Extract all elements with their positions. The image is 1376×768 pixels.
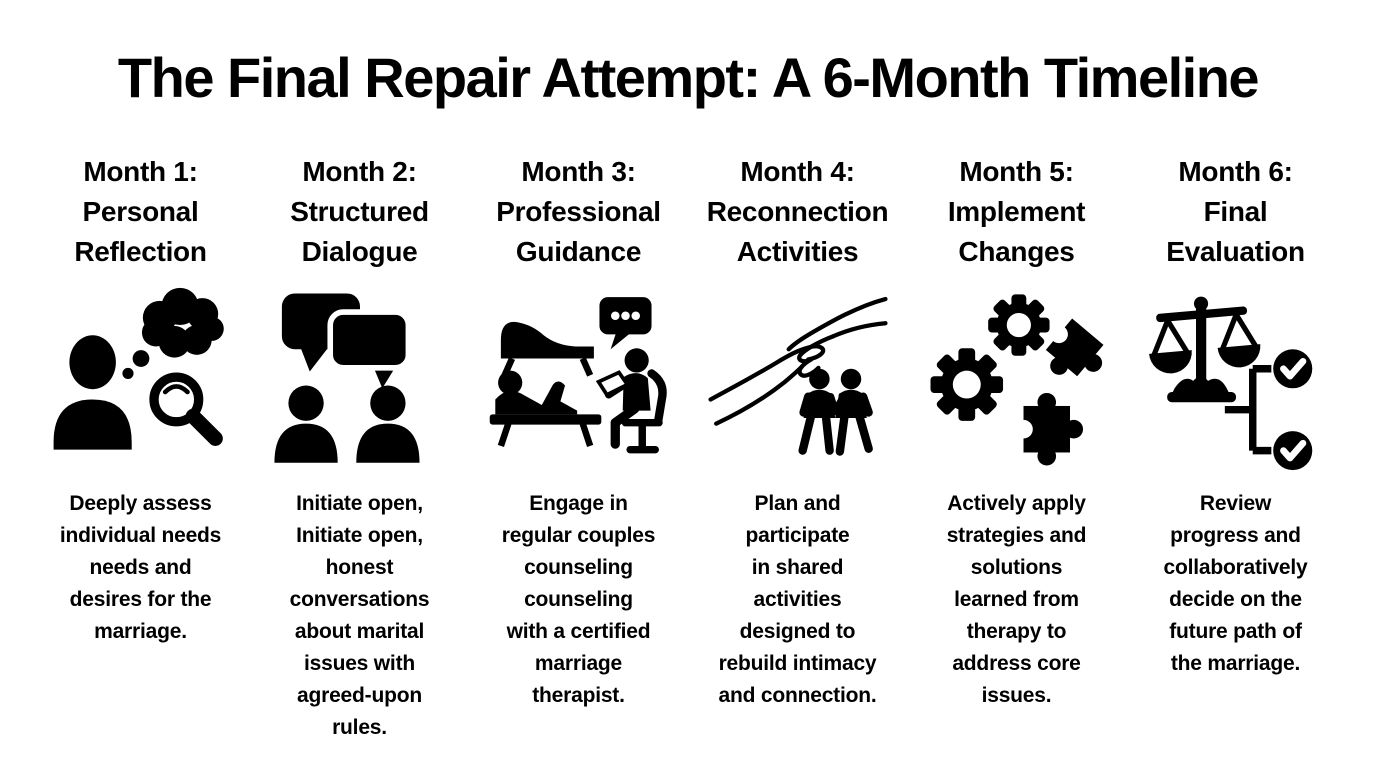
column-description: Review progress and collaboratively deci… [1163, 492, 1308, 675]
column-icon-box [46, 280, 236, 478]
reaching-hands-couple-icon [707, 297, 888, 457]
column-icon-box [265, 280, 455, 478]
timeline-column-month-6: Month 6: Final Evaluation [1129, 152, 1342, 743]
column-icon-box [922, 280, 1112, 478]
column-heading: Month 6: Final Evaluation [1166, 156, 1305, 268]
column-description: Actively apply strategies and solutions … [946, 492, 1087, 707]
column-heading: Month 1: Personal Reflection [74, 156, 207, 268]
column-description: Deeply assess individual needs needs and… [59, 492, 222, 644]
speech-bubbles-people-icon [273, 293, 420, 464]
column-icon-box [703, 280, 893, 478]
timeline-column-month-1: Month 1: Personal Reflection Deeply asse… [34, 152, 247, 743]
column-icon-box [1141, 280, 1331, 478]
column-heading: Month 4: Reconnection Activities [706, 156, 889, 268]
column-description: Engage in regular couples counseling cou… [501, 492, 656, 707]
column-heading: Month 3: Professional Guidance [496, 156, 661, 268]
timeline-column-month-2: Month 2: Structured Dialogue Initiate op… [253, 152, 466, 743]
column-heading: Month 5: Implement Changes [947, 156, 1086, 268]
column-icon-box [484, 280, 674, 478]
therapy-session-icon [489, 297, 667, 454]
timeline-columns: Month 1: Personal Reflection Deeply asse… [0, 152, 1376, 743]
thinking-person-magnifier-icon [53, 288, 224, 451]
gears-puzzle-icon [930, 294, 1103, 466]
column-description: Initiate open, Initiate open, honest con… [289, 492, 430, 739]
column-heading: Month 2: Structured Dialogue [290, 156, 429, 268]
timeline-column-month-5: Month 5: Implement Changes [910, 152, 1123, 743]
timeline-column-month-3: Month 3: Professional Guidance [472, 152, 685, 743]
timeline-column-month-4: Month 4: Reconnection Activities [691, 152, 904, 743]
scale-decision-checklist-icon [1148, 296, 1312, 471]
page-title: The Final Repair Attempt: A 6-Month Time… [117, 46, 1260, 109]
column-description: Plan and participate in shared activitie… [718, 492, 877, 707]
